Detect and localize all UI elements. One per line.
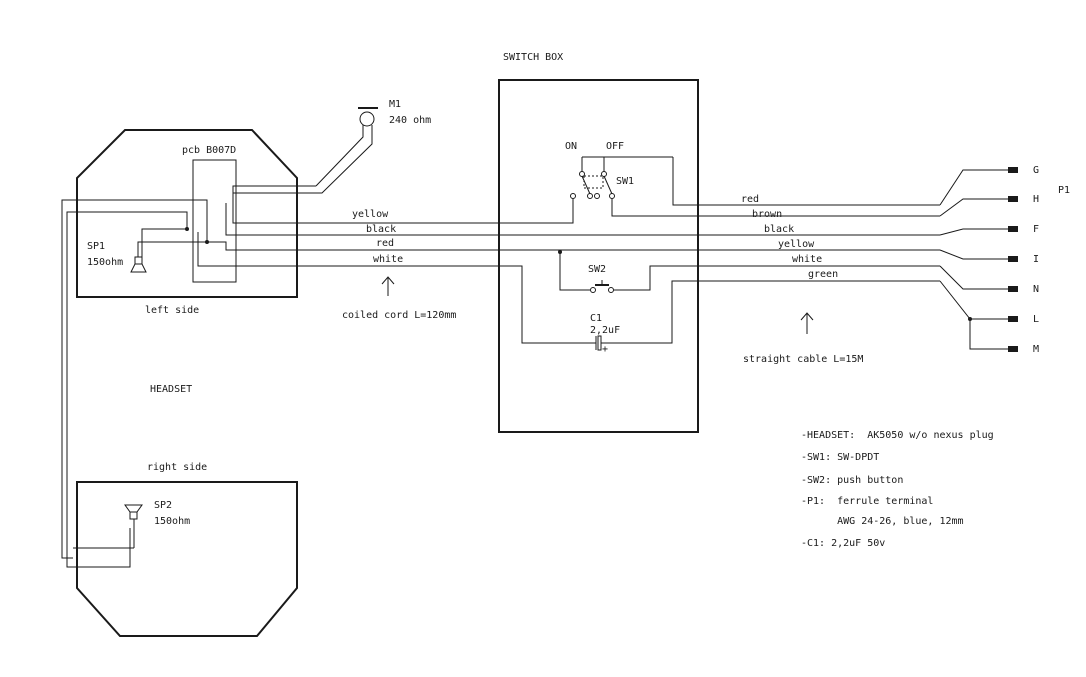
terminal-label-F: F [1033, 224, 1039, 235]
note-sw1: -SW1: SW-DPDT [801, 452, 879, 463]
c1-value: 2,2uF [590, 325, 620, 336]
terminal-label-G: G [1033, 165, 1039, 176]
terminal-label-H: H [1033, 194, 1039, 205]
fanout-F [939, 228, 1008, 236]
p1-label: P1 [1058, 185, 1070, 196]
sp1-wire-b [141, 228, 187, 257]
left-earcup-outline [76, 129, 298, 298]
headset-label: HEADSET [150, 384, 192, 395]
note-headset: -HEADSET: AK5050 w/o nexus plug [801, 430, 994, 441]
straight-wire-label-red: red [741, 194, 759, 205]
straight-wire-label-brown: brown [752, 209, 782, 220]
sw2-wire-out [614, 265, 940, 291]
switch-box-title: SWITCH BOX [503, 52, 563, 63]
fanout-N [939, 265, 1008, 290]
fanout-M [969, 319, 1008, 350]
fanout-H [939, 198, 1008, 217]
sp1-speaker-icon [130, 256, 147, 273]
straight-wire-label-black: black [764, 224, 794, 235]
straight-wire-label-green: green [808, 269, 838, 280]
sw1-wire-yellow [508, 199, 574, 224]
right-earcup-outline [76, 481, 298, 637]
c1-wire-out [601, 280, 940, 344]
left-side-label: left side [145, 305, 199, 316]
fanout-L [939, 280, 1008, 320]
c1-plus: + [602, 344, 608, 355]
fanout-G [939, 169, 1008, 206]
right-side-label: right side [147, 462, 207, 473]
sp1-wire-a [137, 241, 207, 257]
m1-microphone-icon [358, 107, 378, 127]
switch-box-outline [498, 79, 699, 433]
sw1-wire-red [672, 157, 940, 206]
note-p1-detail: AWG 24-26, blue, 12mm [801, 516, 964, 527]
junction [968, 317, 972, 321]
sp2-value: 150ohm [154, 516, 190, 527]
sw1-dpdt-switch-icon [570, 156, 673, 199]
pcb-label: pcb B007D [182, 145, 236, 156]
c1-label: C1 [590, 313, 602, 324]
arrow-up-icon [800, 312, 814, 334]
sw2-label: SW2 [588, 264, 606, 275]
fanout-I [939, 249, 1008, 260]
wire-black-inside [225, 203, 508, 236]
coiled-wire-label-black: black [366, 224, 396, 235]
note-p1: -P1: ferrule terminal [801, 496, 933, 507]
arrow-up-icon [381, 276, 395, 296]
sp2-speaker-icon [124, 504, 143, 520]
sp1-value: 150ohm [87, 257, 123, 268]
coiled-wire-label-yellow: yellow [352, 209, 389, 220]
coiled-wire-label-white: white [373, 254, 403, 265]
straight-wire-label-white: white [792, 254, 822, 265]
m1-boom-wire-a [315, 125, 364, 187]
m1-boom-wire-b [233, 125, 373, 194]
note-c1: -C1: 2,2uF 50v [801, 538, 885, 549]
terminal-label-I: I [1033, 254, 1039, 265]
sp2-wire-a [66, 211, 188, 568]
terminal-label-L: L [1033, 314, 1039, 325]
straight-cable-label: straight cable L=15M [743, 354, 863, 365]
sw2-wire-in [508, 249, 590, 291]
wire-red-inside [207, 241, 508, 251]
c1-wire-in [516, 265, 596, 344]
c1-capacitor-icon [595, 335, 602, 351]
coiled-wire-label-red: red [376, 238, 394, 249]
sp2-label: SP2 [154, 500, 172, 511]
sw1-off-label: OFF [606, 141, 624, 152]
sw1-label: SW1 [616, 176, 634, 187]
coiled-cord-label: coiled cord L=120mm [342, 310, 456, 321]
wire-white-inside [197, 232, 516, 267]
pcb-outline [192, 159, 237, 283]
terminal-label-N: N [1033, 284, 1039, 295]
sw1-on-label: ON [565, 141, 577, 152]
m1-label: M1 [389, 99, 401, 110]
sw2-push-button-icon [590, 280, 614, 293]
ferrule-terminal-icons [1008, 167, 1018, 352]
sw1-wire-brown [611, 199, 940, 217]
straight-wire-label-yellow: yellow [778, 239, 815, 250]
sp2-wire-b [61, 199, 208, 559]
m1-value: 240 ohm [389, 115, 431, 126]
note-sw2: -SW2: push button [801, 475, 903, 486]
sp1-label: SP1 [87, 241, 105, 252]
junction [558, 250, 562, 254]
terminal-label-M: M [1033, 344, 1039, 355]
wire-yellow-inside [232, 185, 508, 224]
